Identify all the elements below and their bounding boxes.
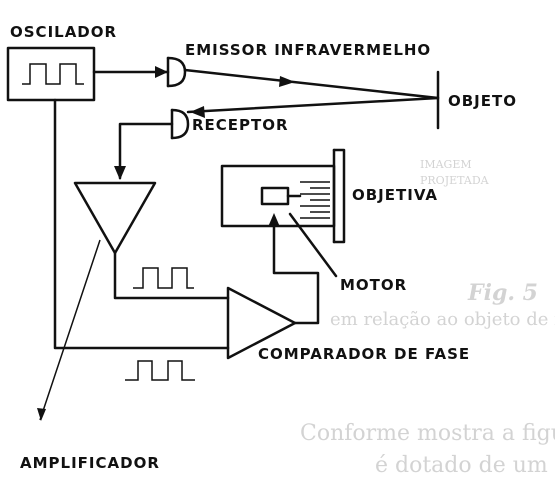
amplifier-block (73, 181, 157, 255)
ghost-fig-text: em relação ao objeto de fot (330, 309, 555, 330)
arrow-to-emitter (155, 66, 168, 78)
arrow-beam-reflected (190, 106, 205, 118)
background-bleed-text: IMAGEM PROJETADA Fig. 5 em relação ao ob… (300, 158, 555, 478)
amplifier-callout-line (39, 239, 101, 421)
ghost-img-word: IMAGEM (420, 158, 472, 171)
wire-receiver-to-amplifier (118, 122, 174, 180)
arrow-to-amplifier (114, 166, 126, 180)
ghost-body-line2: é dotado de um diodo (375, 453, 555, 478)
wire-osc-to-comparator (53, 98, 230, 350)
wire-comparator-to-motor (272, 219, 320, 325)
oscillator-label: OSCILADOR (10, 23, 117, 41)
motor-label: MOTOR (340, 276, 407, 294)
ghost-proj-word: PROJETADA (420, 174, 490, 187)
oscillator-block: OSCILADOR (6, 23, 117, 102)
pulse-reference (125, 360, 195, 381)
beam-reflected (186, 96, 440, 114)
receiver-element: RECEPTOR (170, 108, 289, 140)
amplifier-callout-arrow (37, 408, 46, 421)
arrow-beam-emitted (279, 76, 295, 87)
wire-amplifier-to-comparator (113, 251, 230, 300)
emitter-element: EMISSOR INFRAVERMELHO (166, 41, 431, 88)
object-label: OBJETO (448, 92, 517, 110)
ghost-body-line1: Conforme mostra a figura (300, 421, 555, 446)
amplifier-label: AMPLIFICADOR (20, 454, 160, 472)
arrow-to-motor (268, 213, 280, 227)
beam-emitted (183, 68, 440, 100)
phase-comparator-label: COMPARADOR DE FASE (258, 345, 470, 363)
pulse-amplifier-output (133, 267, 194, 289)
ghost-fig-caption: Fig. 5 (467, 280, 538, 306)
objective-label: OBJETIVA (352, 186, 438, 204)
phase-comparator-block: COMPARADOR DE FASE (226, 286, 470, 363)
motor-element: MOTOR (260, 186, 407, 294)
object-element: OBJETO (436, 70, 517, 130)
objective-lens: OBJETIVA (220, 148, 438, 244)
receiver-label: RECEPTOR (192, 116, 289, 134)
emitter-label: EMISSOR INFRAVERMELHO (185, 41, 431, 59)
